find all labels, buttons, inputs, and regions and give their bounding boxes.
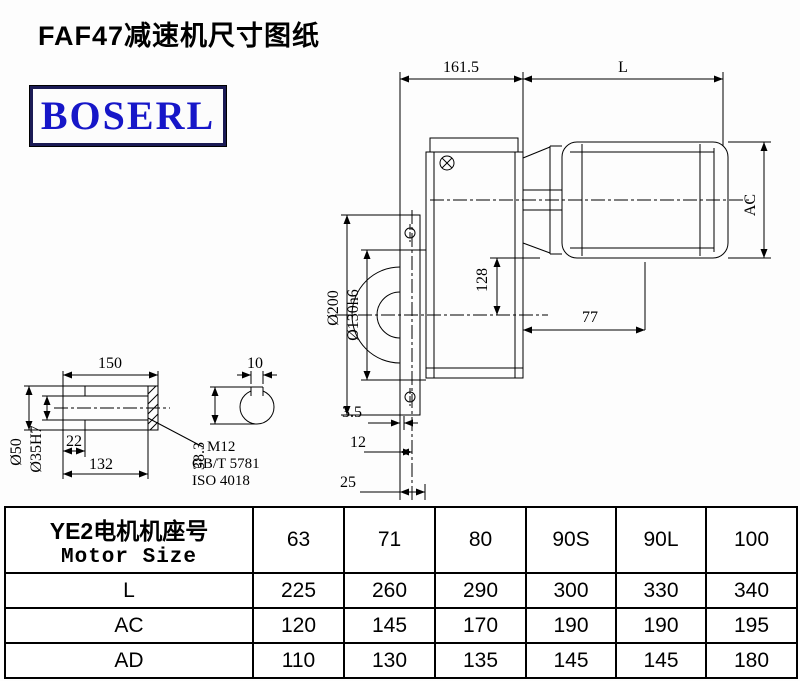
note-thread-std2: ISO 4018: [192, 473, 250, 489]
table-row-L: L 225 260 290 300 330 340: [4, 572, 798, 609]
reducer-side-view: [335, 72, 771, 500]
page-title: FAF47减速机尺寸图纸: [38, 21, 321, 51]
cell-AD-90l: 145: [615, 642, 707, 679]
cell-AD-80: 135: [434, 642, 527, 679]
dimension-labels: 161.5 L AC Ø200 Ø130h6 128 77 3.5 12 25 …: [8, 59, 759, 491]
table-row-AC: AC 120 145 170 190 190 195: [4, 607, 798, 644]
cell-AD-71: 130: [343, 642, 436, 679]
dim-bore: Ø35H7: [28, 425, 45, 472]
row-label-AC: AC: [4, 607, 254, 644]
dim-flange-thickness: 3.5: [342, 404, 362, 421]
note-thread-std1: GB/T 5781: [192, 456, 260, 472]
motor-size-100: 100: [705, 506, 798, 574]
dim-flange-diameter: Ø200: [325, 290, 342, 326]
dim-shaft-length: 150: [98, 355, 122, 372]
cell-AD-63: 110: [252, 642, 345, 679]
dim-keyway-width: 10: [247, 355, 263, 372]
motor-size-90s: 90S: [525, 506, 617, 574]
cell-AD-100: 180: [705, 642, 798, 679]
brand-logo-text: BOSERL: [40, 93, 216, 138]
dim-offset-12: 12: [350, 434, 366, 451]
cell-AC-71: 145: [343, 607, 436, 644]
cell-L-90l: 330: [615, 572, 707, 609]
cell-AC-80: 170: [434, 607, 527, 644]
technical-drawing: 161.5 L AC Ø200 Ø130h6 128 77 3.5 12 25 …: [8, 59, 771, 500]
dim-length-motor: L: [618, 59, 628, 76]
shaft-detail-view: [24, 371, 204, 479]
cell-AC-100: 195: [705, 607, 798, 644]
cell-AD-90s: 145: [525, 642, 617, 679]
brand-logo: BOSERL: [29, 85, 227, 147]
dimension-table: YE2电机机座号 Motor Size 63 71 80 90S 90L 100…: [4, 506, 798, 679]
cell-L-90s: 300: [525, 572, 617, 609]
cell-AC-90l: 190: [615, 607, 707, 644]
note-thread-spec: M12: [207, 439, 235, 455]
dim-axis-offset: 77: [582, 309, 598, 326]
table-row-AD: AD 110 130 135 145 145 180: [4, 642, 798, 679]
dim-motor-diameter: AC: [742, 194, 759, 216]
cell-L-100: 340: [705, 572, 798, 609]
dim-thread-length: 22: [66, 433, 82, 450]
row-label-L: L: [4, 572, 254, 609]
motor-size-63: 63: [252, 506, 345, 574]
cell-L-63: 225: [252, 572, 345, 609]
table-header-row: YE2电机机座号 Motor Size 63 71 80 90S 90L 100: [4, 506, 798, 574]
row-label-AD: AD: [4, 642, 254, 679]
dim-offset-25: 25: [340, 474, 356, 491]
dim-shaft-od: Ø50: [8, 438, 25, 466]
cell-AC-63: 120: [252, 607, 345, 644]
dim-length-reducer: 161.5: [443, 59, 479, 76]
motor-size-71: 71: [343, 506, 436, 574]
motor-frame-header-en: Motor Size: [60, 545, 198, 569]
motor-frame-header-cn: YE2电机机座号: [49, 517, 209, 544]
motor-size-80: 80: [434, 506, 527, 574]
motor-size-90l: 90L: [615, 506, 707, 574]
dim-keyway-height: 38.3: [191, 442, 208, 470]
shaft-section-detail: [210, 371, 277, 425]
cell-L-71: 260: [343, 572, 436, 609]
dim-center-height: 128: [474, 268, 491, 292]
motor-frame-header: YE2电机机座号 Motor Size: [4, 506, 254, 574]
dim-spigot-diameter: Ø130h6: [345, 289, 362, 341]
cell-L-80: 290: [434, 572, 527, 609]
cell-AC-90s: 190: [525, 607, 617, 644]
dim-bore-depth: 132: [89, 456, 113, 473]
